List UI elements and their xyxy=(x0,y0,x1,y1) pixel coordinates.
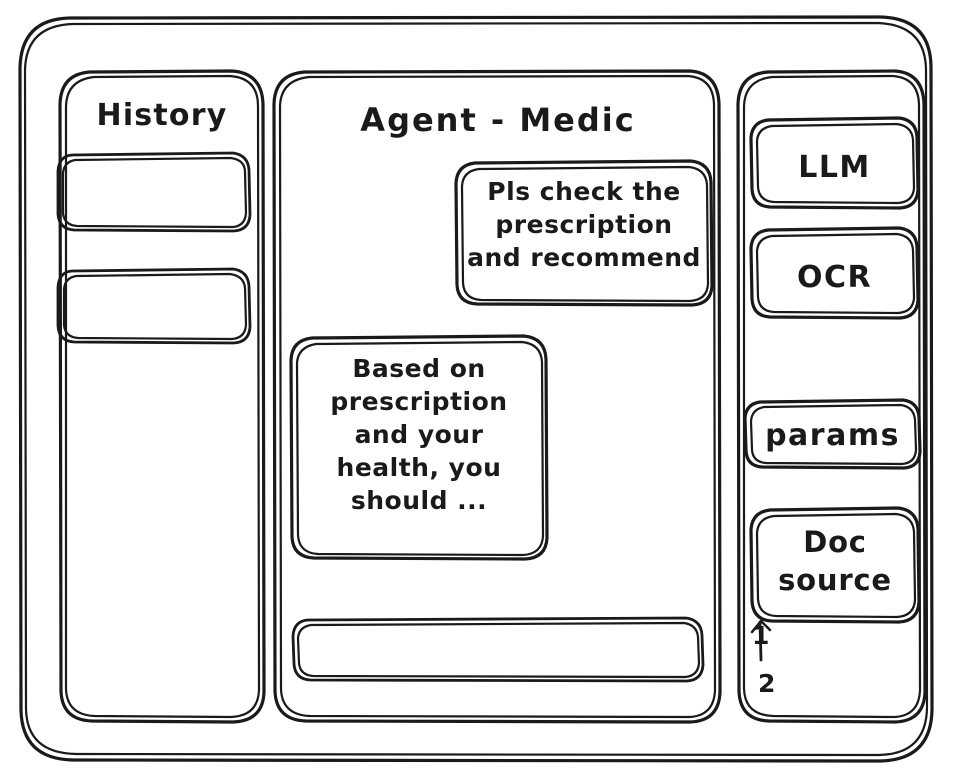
history-panel-strokes xyxy=(58,69,266,724)
composer-input-strokes xyxy=(291,616,705,683)
tools-panel-strokes xyxy=(736,69,927,724)
main-panel-strokes xyxy=(272,69,722,724)
history-item-1[interactable] xyxy=(58,153,250,231)
app-window-frame-strokes xyxy=(18,15,934,763)
history-item-2-strokes xyxy=(56,267,252,345)
main-panel-title: Agent - Medic xyxy=(360,101,636,139)
llm-button[interactable]: LLM xyxy=(798,150,871,185)
doc-source-box-strokes xyxy=(749,506,921,624)
ocr-button[interactable]: OCR xyxy=(796,260,873,295)
doc-list-item-1[interactable]: 1 xyxy=(752,621,770,650)
composer-input[interactable] xyxy=(294,620,702,680)
doc-list-item-2[interactable]: 2 xyxy=(758,669,776,698)
user-message-bubble-strokes xyxy=(454,159,714,307)
history-panel-title: History xyxy=(96,98,228,133)
params-button[interactable]: params xyxy=(765,418,900,453)
history-item-2[interactable] xyxy=(58,269,250,343)
agent-message-bubble: Based on prescription and your health, y… xyxy=(330,354,508,515)
history-item-1-strokes xyxy=(56,151,252,233)
user-message-bubble: Pls check the prescription and recommend xyxy=(467,177,701,272)
doc-list-connector xyxy=(750,619,772,662)
llm-button-strokes xyxy=(749,116,920,210)
agent-message-bubble-strokes xyxy=(289,334,549,561)
params-button-strokes xyxy=(743,398,922,470)
doc-source-box[interactable]: Doc source xyxy=(778,525,892,597)
ocr-button-strokes xyxy=(749,226,920,320)
